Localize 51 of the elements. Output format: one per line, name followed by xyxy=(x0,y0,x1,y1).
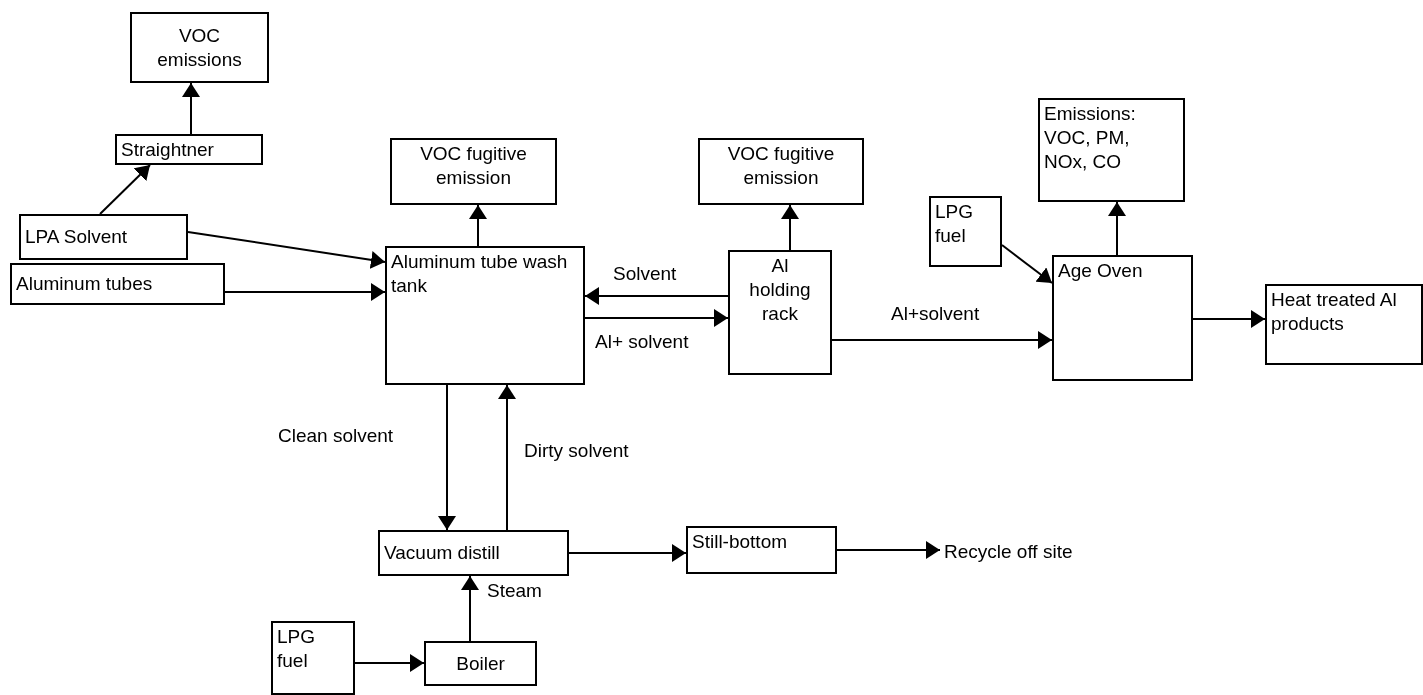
box-label: VOC fugitive emission xyxy=(726,142,836,190)
process-box xyxy=(1038,98,1185,202)
arrow xyxy=(461,575,479,642)
arrow xyxy=(438,384,456,531)
process-box xyxy=(115,134,263,165)
arrow xyxy=(224,283,386,301)
process-box xyxy=(271,621,355,695)
box-label: Vacuum distill xyxy=(384,541,501,565)
arrow xyxy=(1108,201,1126,256)
box-label: Straightner xyxy=(121,137,215,162)
box-label: VOC fugitive emission xyxy=(419,142,528,190)
arrow xyxy=(354,654,425,672)
process-box xyxy=(19,214,188,260)
box-label: LPG fuel xyxy=(935,200,975,248)
end-text: Recycle off site xyxy=(940,538,1140,566)
box-label: Age Oven xyxy=(1058,259,1144,283)
arrow xyxy=(187,231,386,269)
process-box xyxy=(1052,255,1193,381)
arrow xyxy=(99,164,151,215)
process-box xyxy=(1265,284,1423,365)
box-label: Aluminum tubes xyxy=(16,272,154,296)
process-box xyxy=(929,196,1002,267)
process-box xyxy=(378,530,569,576)
process-box xyxy=(686,526,837,574)
arrow xyxy=(469,204,487,247)
process-box xyxy=(424,641,537,686)
process-box xyxy=(10,263,225,305)
arrow xyxy=(1192,310,1266,328)
arrow xyxy=(836,541,941,559)
arrow xyxy=(584,309,729,327)
process-box xyxy=(385,246,585,385)
box-label: LPA Solvent xyxy=(25,225,129,249)
arrow xyxy=(584,287,729,305)
process-box xyxy=(728,250,832,375)
box-label: VOC emissions xyxy=(156,23,243,72)
arrow xyxy=(831,331,1053,349)
arrow xyxy=(1001,244,1053,284)
arrow xyxy=(182,82,200,135)
box-label: Still-bottom xyxy=(692,530,789,554)
process-box xyxy=(698,138,864,205)
arrow xyxy=(568,544,687,562)
box-label: LPG fuel xyxy=(277,625,317,673)
arrow xyxy=(498,384,516,531)
arrow xyxy=(781,204,799,251)
process-box xyxy=(390,138,557,205)
box-label: Aluminum tube wash tank xyxy=(391,250,569,298)
process-box xyxy=(130,12,269,83)
box-label: Emissions: VOC, PM, NOx, CO xyxy=(1044,102,1137,174)
box-label: Heat treated Al products xyxy=(1271,288,1398,336)
box-label: Al holding rack xyxy=(748,254,812,326)
box-label: Boiler xyxy=(456,651,505,676)
